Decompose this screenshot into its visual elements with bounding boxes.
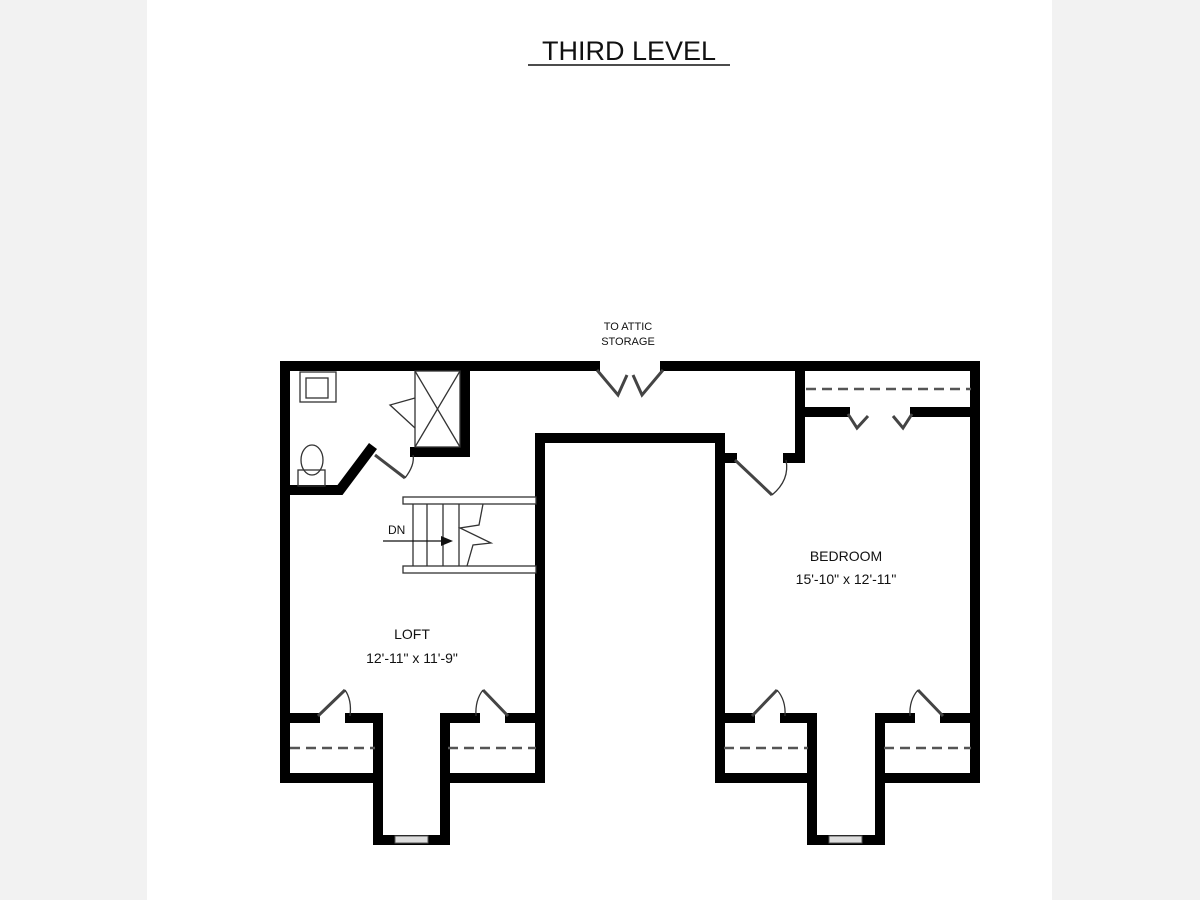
window-loft	[394, 835, 429, 844]
window-bedroom	[828, 835, 863, 844]
attic-door-right	[631, 369, 665, 398]
stairs: DN	[383, 496, 537, 574]
outer-wall-left	[280, 361, 980, 845]
toilet-icon	[300, 444, 324, 476]
shelf-lines	[290, 387, 971, 750]
loft-name: LOFT	[394, 626, 430, 642]
attic-label-line1: TO ATTIC	[604, 321, 653, 333]
bath-diagonal-wall	[283, 443, 377, 495]
plan-title: THIRD LEVEL	[542, 36, 716, 66]
attic-door-left	[595, 369, 629, 398]
walls	[280, 361, 980, 845]
bedroom-closet-wall	[783, 361, 805, 463]
shower-icon	[414, 370, 461, 448]
plan-sheet	[147, 0, 1052, 900]
doors	[316, 369, 945, 844]
bath-wall	[410, 361, 470, 457]
bedroom-dimensions: 15'-10" x 12'-11"	[796, 571, 897, 587]
attic-label-line2: STORAGE	[601, 336, 655, 348]
loft-dimensions: 12'-11" x 11'-9"	[366, 650, 458, 666]
bedroom-name: BEDROOM	[810, 548, 882, 564]
bathroom-fixtures	[297, 370, 461, 487]
sink-icon	[299, 371, 337, 403]
stairs-label: DN	[388, 523, 405, 537]
